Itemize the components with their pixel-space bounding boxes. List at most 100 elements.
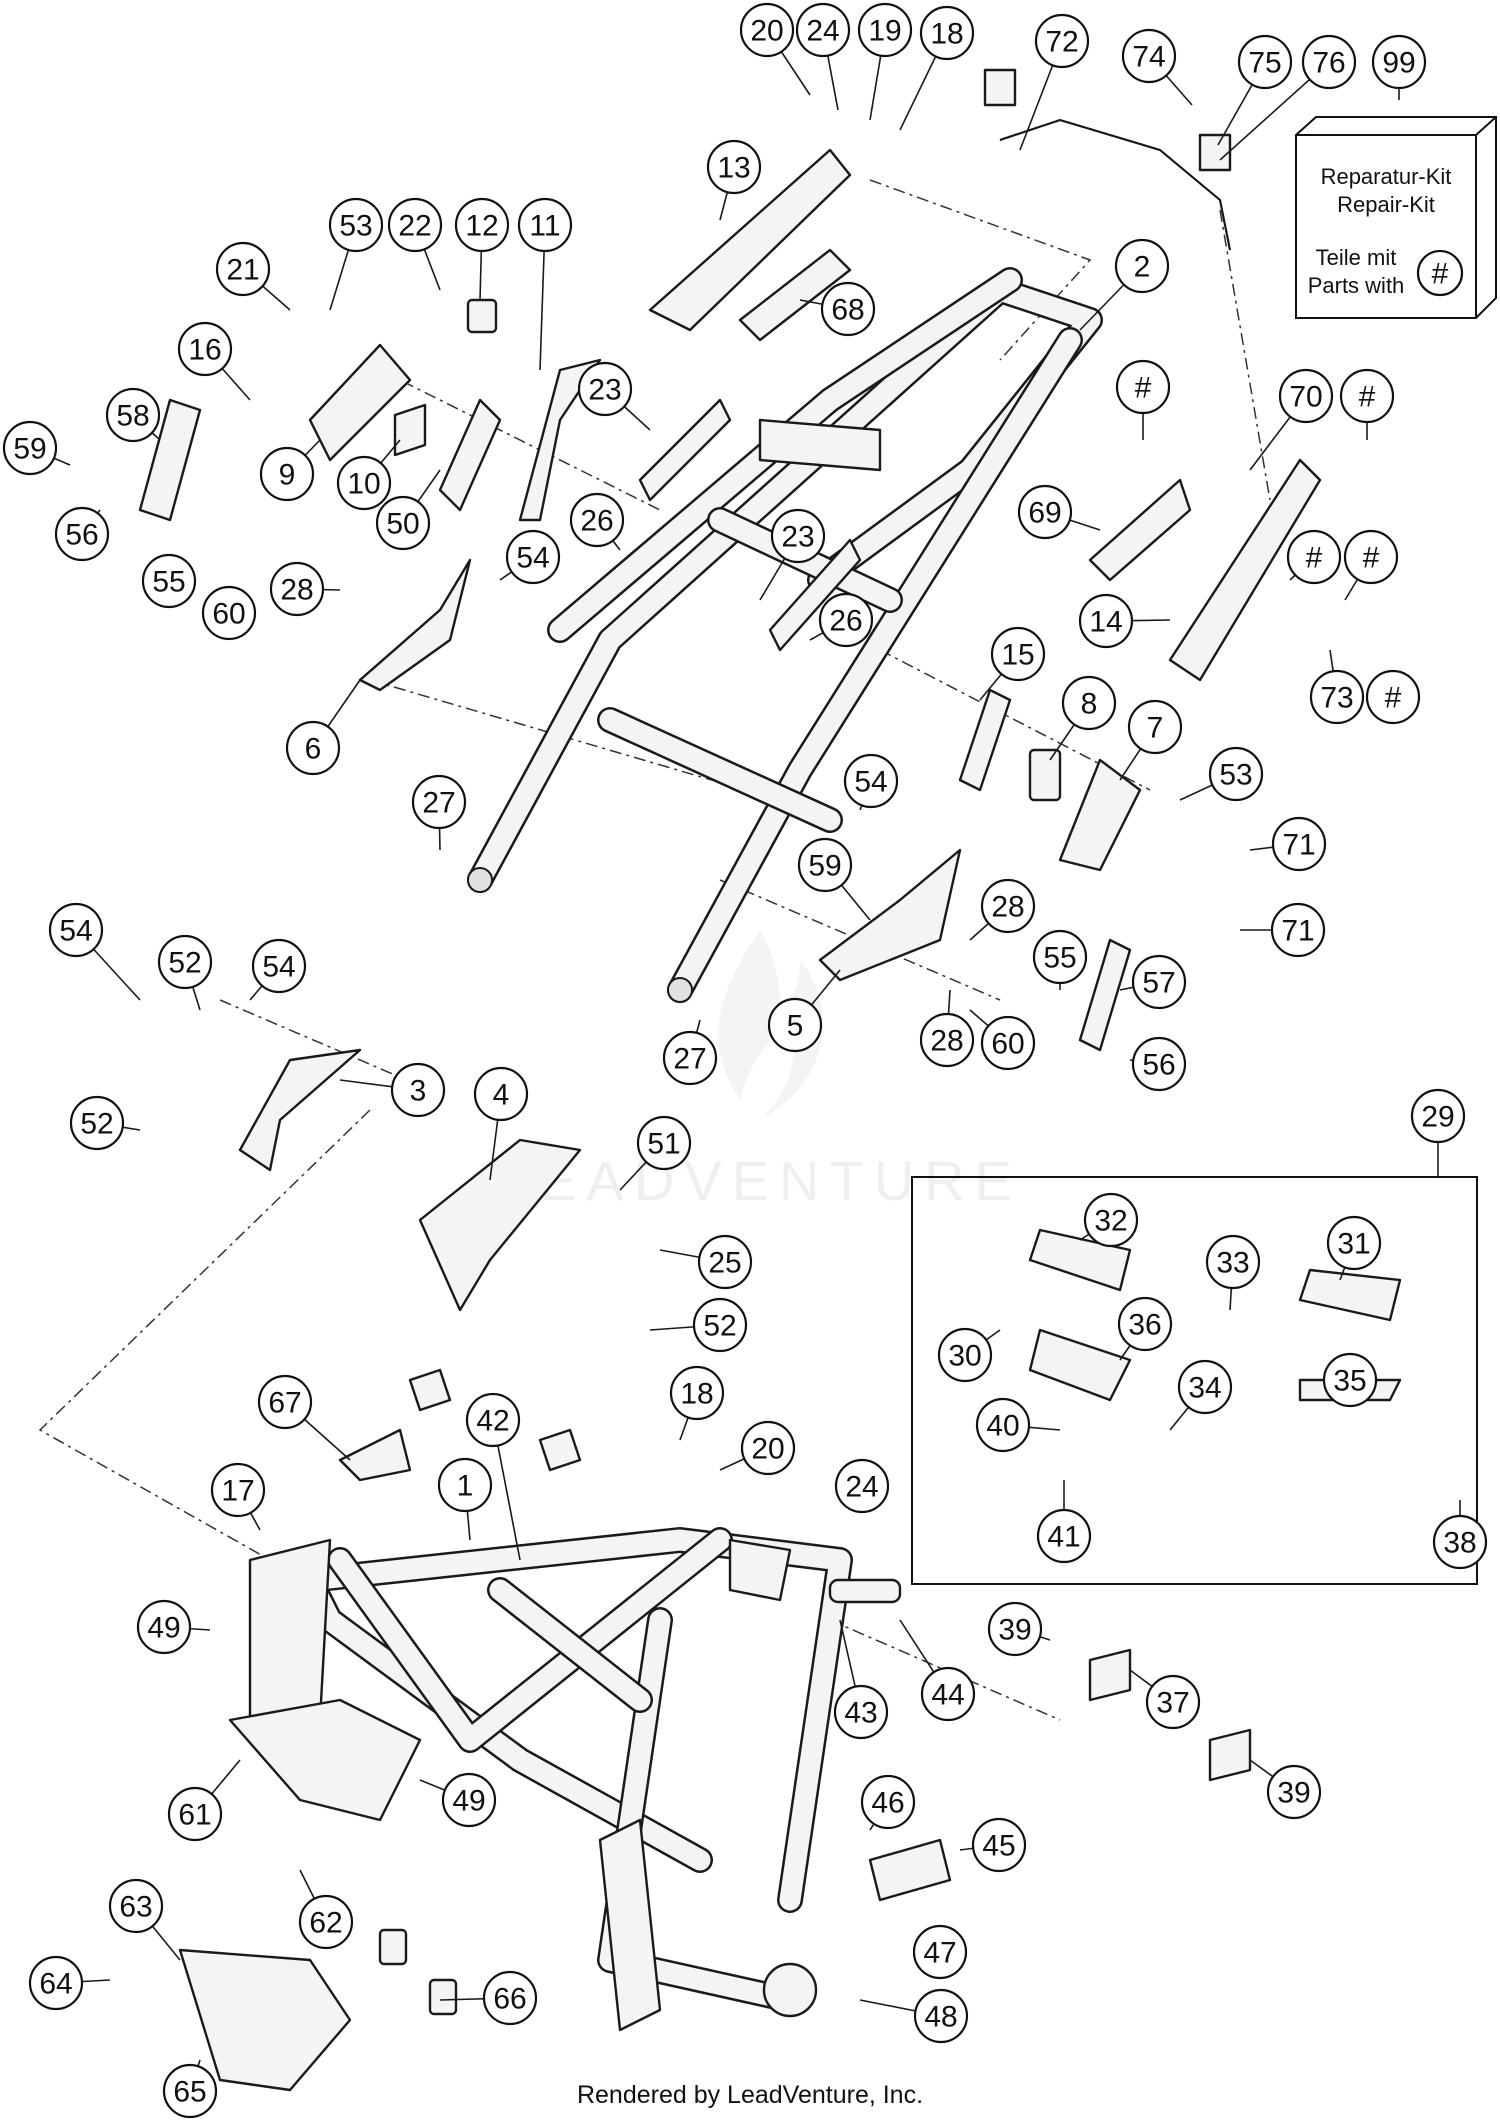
- callout-circle: [1322, 1352, 1378, 1408]
- callout-kit-marker: #: [1343, 529, 1399, 585]
- callout-circle: [251, 938, 307, 994]
- callout-number: 28: [991, 891, 1024, 924]
- callout-69: 69: [1017, 484, 1073, 540]
- callout-number: 10: [347, 468, 380, 501]
- callout-circle: [706, 139, 762, 195]
- callout-circle: [285, 720, 341, 776]
- callout-number: 68: [831, 294, 864, 327]
- callout-circle: [1270, 902, 1326, 958]
- callout-number: 44: [931, 1679, 964, 1712]
- callout-circle: [454, 197, 510, 253]
- callout-circle: [577, 361, 633, 417]
- callout-number: 1: [457, 1470, 474, 1503]
- callout-27: 27: [411, 774, 467, 830]
- callout-circle: [1017, 484, 1073, 540]
- callout-number: 71: [1282, 829, 1315, 862]
- callout-circle: [1286, 529, 1342, 585]
- callout-number: 56: [65, 519, 98, 552]
- callout-number: 71: [1281, 915, 1314, 948]
- callout-number: 36: [1128, 1309, 1161, 1342]
- callout-10: 10: [336, 455, 392, 511]
- callout-circle: [1032, 929, 1088, 985]
- callout-number: 23: [781, 521, 814, 554]
- callout-18: 18: [669, 1365, 725, 1421]
- callout-51: 51: [636, 1115, 692, 1171]
- callout-circle: [669, 1365, 725, 1421]
- callout-circle: [1432, 1514, 1488, 1570]
- callout-number: 31: [1337, 1228, 1370, 1261]
- callout-circle: [971, 1817, 1027, 1873]
- callout-circle: [569, 492, 625, 548]
- callout-circle: [1117, 1296, 1173, 1352]
- callout-2: 2: [1114, 238, 1170, 294]
- callout-number: 27: [673, 1043, 706, 1076]
- callout-circle: [167, 1786, 223, 1842]
- callout-number: 69: [1028, 497, 1061, 530]
- callout-33: 33: [1205, 1234, 1261, 1290]
- callout-9: 9: [259, 446, 315, 502]
- callout-number: 21: [226, 254, 259, 287]
- callout-circle: [162, 2063, 218, 2119]
- callout-43: 43: [833, 1684, 889, 1740]
- callout-number: 55: [1043, 942, 1076, 975]
- callout-kit-marker: #: [1115, 359, 1171, 415]
- callout-circle: [797, 837, 853, 893]
- callout-71: 71: [1270, 902, 1326, 958]
- callout-number: 33: [1216, 1247, 1249, 1280]
- callout-7: 7: [1127, 699, 1183, 755]
- callout-circle: [517, 197, 573, 253]
- callout-circle: [1339, 368, 1395, 424]
- callout-number: 62: [309, 1907, 342, 1940]
- callout-54: 54: [843, 753, 899, 809]
- repair-kit-line1: Reparatur-Kit: [1321, 164, 1452, 189]
- callout-number: 57: [1142, 967, 1175, 1000]
- callout-24: 24: [795, 2, 851, 58]
- callout-number: 28: [930, 1025, 963, 1058]
- repair-kit-line3: Teile mit: [1316, 245, 1397, 270]
- callout-number: 22: [398, 210, 431, 243]
- callout-number: 45: [982, 1830, 1015, 1863]
- callout-number: #: [1385, 682, 1402, 715]
- callout-number: 67: [268, 1387, 301, 1420]
- callout-number: 42: [476, 1405, 509, 1438]
- callout-56: 56: [1131, 1036, 1187, 1092]
- callout-circle: [177, 321, 233, 377]
- callout-circle: [990, 626, 1046, 682]
- callout-number: 49: [147, 1612, 180, 1645]
- callout-circle: [919, 1012, 975, 1068]
- callout-61: 61: [167, 1786, 223, 1842]
- callout-number: 14: [1089, 606, 1122, 639]
- callout-32: 32: [1083, 1192, 1139, 1248]
- callout-circle: [662, 1030, 718, 1086]
- callout-35: 35: [1322, 1352, 1378, 1408]
- callout-circle: [987, 1601, 1043, 1657]
- callout-circle: [269, 561, 325, 617]
- callout-number: 32: [1094, 1205, 1127, 1238]
- callout-circle: [692, 1297, 748, 1353]
- callout-52: 52: [692, 1297, 748, 1353]
- callout-circle: [739, 2, 795, 58]
- callout-68: 68: [820, 281, 876, 337]
- callout-27: 27: [662, 1030, 718, 1086]
- callout-1: 1: [437, 1457, 493, 1513]
- callout-number: #: [1363, 542, 1380, 575]
- callout-number: 9: [279, 459, 296, 492]
- callout-53: 53: [1208, 746, 1264, 802]
- callout-23: 23: [577, 361, 633, 417]
- callout-number: 11: [529, 210, 560, 243]
- callout-circle: [441, 1772, 497, 1828]
- callout-number: 76: [1312, 47, 1345, 80]
- callout-number: 43: [844, 1697, 877, 1730]
- callout-circle: [259, 446, 315, 502]
- callout-number: 23: [588, 374, 621, 407]
- callout-49: 49: [441, 1772, 497, 1828]
- callout-55: 55: [1032, 929, 1088, 985]
- callout-number: 13: [717, 152, 750, 185]
- callout-circle: [795, 2, 851, 58]
- callout-circle: [387, 197, 443, 253]
- callout-39: 39: [987, 1601, 1043, 1657]
- callout-13: 13: [706, 139, 762, 195]
- callout-circle: [1061, 675, 1117, 731]
- callout-57: 57: [1131, 954, 1187, 1010]
- callout-number: 49: [452, 1785, 485, 1818]
